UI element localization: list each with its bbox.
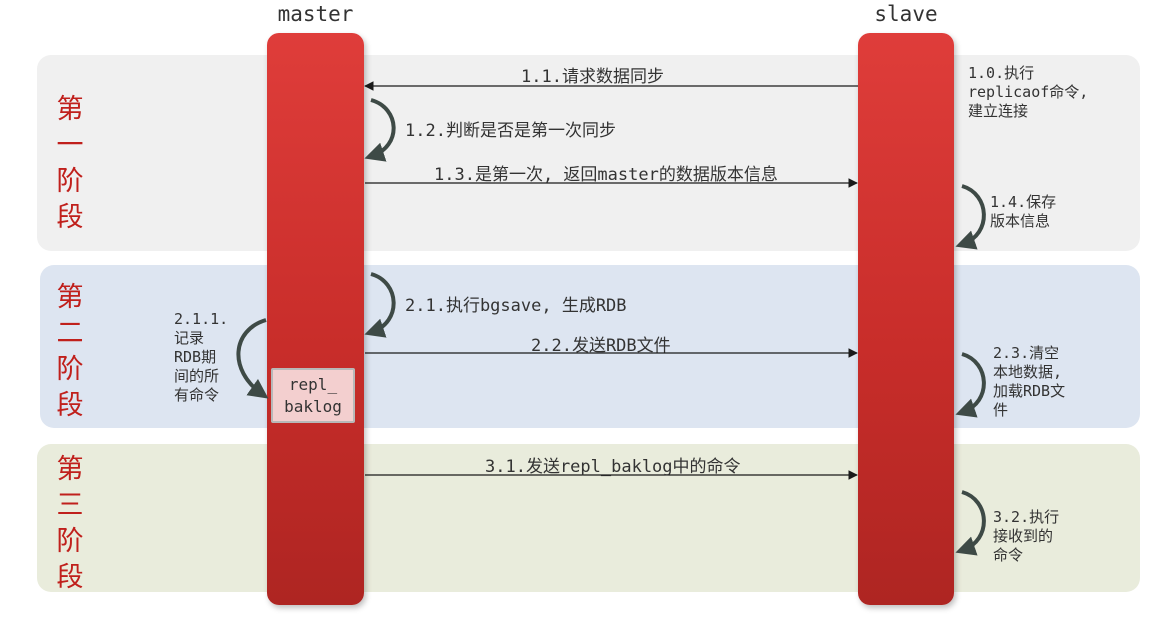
step-1-1-label: 1.1.请求数据同步 xyxy=(521,67,664,87)
step-1-4-label: 1.4.保存 版本信息 xyxy=(990,193,1057,230)
curve-1-4 xyxy=(955,184,986,250)
step-2-3-label: 2.3.清空 本地数据, 加载RDB文 件 xyxy=(993,344,1066,419)
step-2-1-1-label: 2.1.1. 记录 RDB期 间的所 有命令 xyxy=(174,310,229,404)
step-1-0-label: 1.0.执行 replicaof命令, 建立连接 xyxy=(968,64,1089,120)
step-1-2-label: 1.2.判断是否是第一次同步 xyxy=(405,121,616,141)
curve-2-3 xyxy=(955,352,986,418)
repl-baklog-box: repl_ baklog xyxy=(271,368,355,423)
slave-pillar xyxy=(858,33,954,605)
slave-title: slave xyxy=(874,2,938,26)
phase-3-title: 第 三 阶 段 xyxy=(56,454,84,593)
step-2-1-label: 2.1.执行bgsave, 生成RDB xyxy=(405,296,627,316)
phase-3-band xyxy=(37,444,1140,592)
master-title: master xyxy=(277,2,354,26)
step-3-1-label: 3.1.发送repl_baklog中的命令 xyxy=(485,457,741,477)
phase-1-band xyxy=(37,55,1140,251)
curve-1-2 xyxy=(364,98,396,162)
master-pillar xyxy=(267,33,364,605)
step-3-2-label: 3.2.执行 接收到的 命令 xyxy=(993,508,1060,564)
phase-2-title: 第 二 阶 段 xyxy=(56,282,84,421)
curve-2-1-1 xyxy=(236,318,269,399)
curve-2-1 xyxy=(364,272,396,338)
phase-1-title: 第 一 阶 段 xyxy=(56,94,84,233)
step-1-3-label: 1.3.是第一次, 返回master的数据版本信息 xyxy=(434,165,778,185)
curve-3-2 xyxy=(955,490,986,556)
step-2-2-label: 2.2.发送RDB文件 xyxy=(531,336,671,356)
